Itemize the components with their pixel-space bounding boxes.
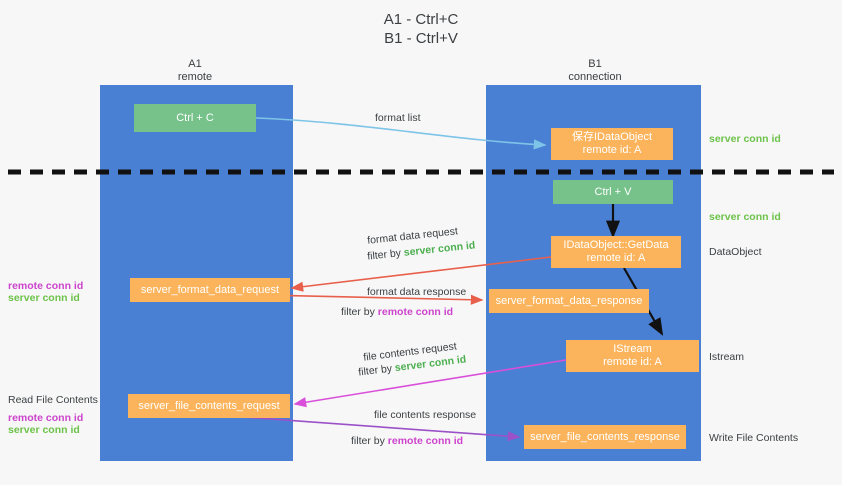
node-server-format-data-request[interactable]: server_format_data_request: [130, 278, 290, 302]
note-right-server-conn-id-2: server conn id: [709, 211, 781, 223]
node-save-idataobject-title: 保存IDataObject: [571, 131, 653, 143]
note-left-read-file-contents: Read File Contents: [8, 394, 98, 406]
edge-label-file-contents-response: file contents response: [374, 409, 477, 421]
filter-prefix: filter by: [357, 362, 396, 379]
node-server-format-data-response-label: server_format_data_response: [495, 294, 643, 307]
lane-header-b1: B1 connection: [530, 58, 660, 84]
node-ctrl-v-label: Ctrl + V: [594, 185, 632, 198]
lane-a1-sub: remote: [177, 71, 213, 83]
node-server-file-contents-request-label: server_file_contents_request: [138, 399, 280, 412]
node-save-idataobject-sub: remote id: A: [582, 144, 642, 156]
lane-b1-sub: connection: [568, 71, 622, 83]
node-server-file-contents-response-label: server_file_contents_response: [530, 430, 680, 443]
filter-token-remote-conn-id: remote conn id: [387, 435, 464, 447]
note-left-remote-conn-id-1: remote conn id: [8, 280, 84, 292]
edge-label-file-contents-response-filter: filter by remote conn id: [351, 434, 463, 448]
node-ctrl-c[interactable]: Ctrl + C: [134, 104, 256, 132]
note-right-istream: Istream: [709, 351, 745, 363]
filter-prefix: filter by: [351, 435, 388, 447]
note-left-server-conn-id-2: server conn id: [8, 424, 80, 436]
node-istream-title: IStream: [613, 343, 652, 355]
note-left-server-conn-id-1: server conn id: [8, 292, 80, 304]
edge-label-format-list: format list: [375, 112, 421, 124]
note-right-server-conn-id-1: server conn id: [709, 133, 781, 145]
title-line-2: B1 - Ctrl+V: [384, 30, 458, 47]
node-server-file-contents-response[interactable]: server_file_contents_response: [524, 425, 686, 449]
node-server-format-data-request-label: server_format_data_request: [140, 283, 280, 296]
edge-label-format-data-response: format data response: [367, 286, 467, 298]
edge-label-format-data-response-filter: filter by remote conn id: [341, 305, 453, 319]
node-ctrl-v[interactable]: Ctrl + V: [553, 180, 673, 204]
lane-header-a1: A1 remote: [130, 58, 260, 84]
node-getdata-sub: remote id: A: [586, 252, 646, 264]
title-line-1: A1 - Ctrl+C: [383, 11, 459, 28]
node-istream[interactable]: IStream remote id: A: [566, 340, 699, 372]
filter-token-remote-conn-id: remote conn id: [377, 306, 454, 318]
note-left-remote-conn-id-2: remote conn id: [8, 412, 84, 424]
node-ctrl-c-label: Ctrl + C: [176, 111, 214, 124]
lane-b1-name: B1: [588, 58, 602, 70]
filter-prefix: filter by: [366, 246, 405, 263]
node-server-file-contents-request[interactable]: server_file_contents_request: [128, 394, 290, 418]
filter-prefix: filter by: [341, 306, 378, 318]
node-istream-sub: remote id: A: [603, 356, 662, 368]
note-right-dataobject: DataObject: [709, 246, 762, 258]
page-title: A1 - Ctrl+C B1 - Ctrl+V: [0, 10, 842, 48]
lane-a1-name: A1: [188, 58, 202, 70]
node-getdata-title: IDataObject::GetData: [563, 239, 669, 251]
note-right-write-file-contents: Write File Contents: [709, 432, 799, 444]
node-getdata[interactable]: IDataObject::GetData remote id: A: [551, 236, 681, 268]
node-save-idataobject[interactable]: 保存IDataObject remote id: A: [551, 128, 673, 160]
node-server-format-data-response[interactable]: server_format_data_response: [489, 289, 649, 313]
